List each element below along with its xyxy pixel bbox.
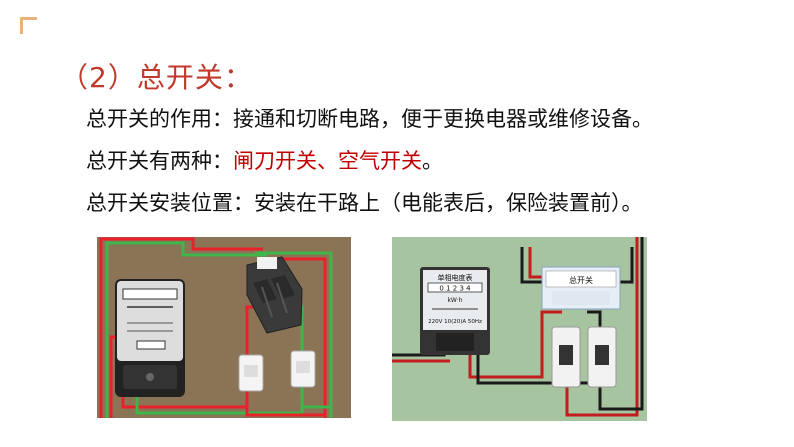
corner-decoration [20, 17, 37, 34]
meter-label: 单相电度表 [438, 273, 473, 282]
types-suffix: 。 [422, 149, 443, 173]
switch-label: 总开关 [569, 275, 593, 285]
meter-icon-right: 单相电度表 0 1 2 3 4 kW·h 220V 10(20)A 50Hz [420, 267, 490, 355]
fuse-icons [238, 350, 316, 392]
air-switch-illustration: 单相电度表 0 1 2 3 4 kW·h 220V 10(20)A 50Hz 总… [392, 237, 647, 421]
switch-label-box: 总开关 [541, 266, 621, 310]
meter-digits: 0 1 2 3 4 [439, 285, 471, 293]
types-highlight: 闸刀开关、空气开关 [233, 149, 422, 173]
function-text: 总开关的作用：接通和切断电路，便于更换电器或维修设备。 [86, 107, 653, 131]
position-text: 总开关安装位置：安装在干路上（电能表后，保险装置前）。 [86, 191, 643, 215]
meter-icon [115, 279, 185, 397]
knife-switch-illustration [97, 237, 351, 418]
types-text: 总开关有两种：闸刀开关、空气开关。 [86, 145, 443, 175]
meter-spec: 220V 10(20)A 50Hz [428, 319, 482, 325]
knife-switch-icon [246, 256, 303, 334]
air-switch-icon [551, 326, 617, 388]
section-title: （2）总开关： [60, 61, 253, 94]
meter-unit: kW·h [447, 297, 462, 304]
types-prefix: 总开关有两种： [86, 149, 233, 173]
